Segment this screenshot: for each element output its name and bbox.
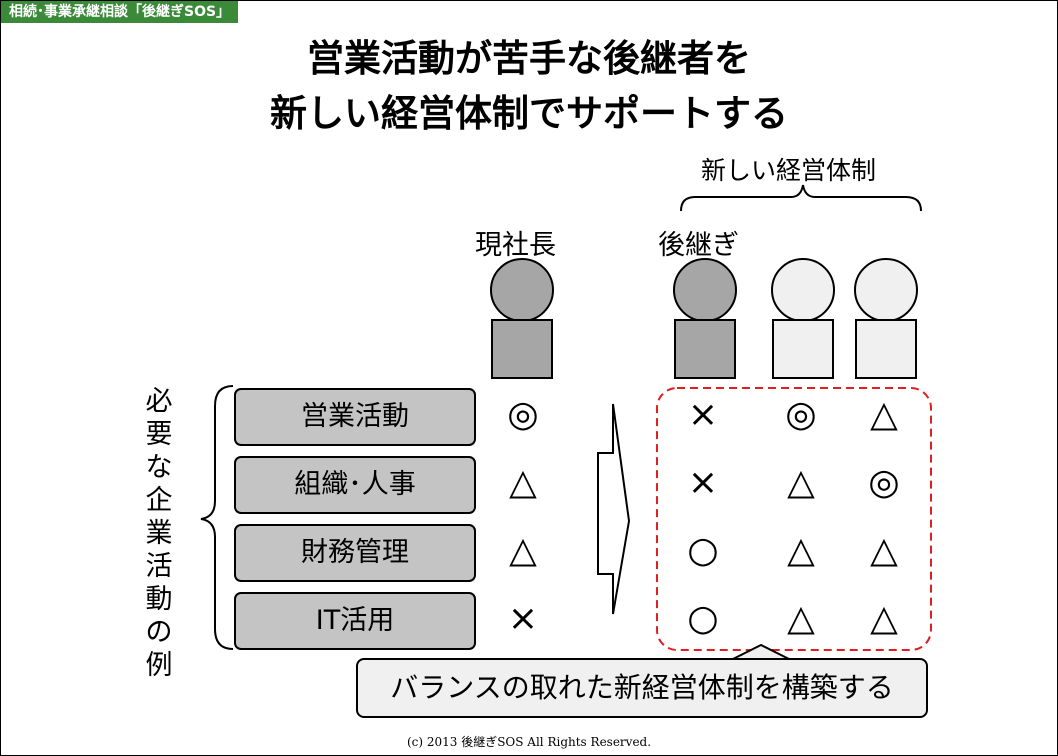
- successor-label: 後継ぎ: [658, 230, 739, 261]
- successor-head: [673, 258, 737, 322]
- title-line-2: 新しい経営体制でサポートする: [270, 92, 788, 135]
- left-brace: [200, 385, 234, 650]
- mark-current-it: ×: [507, 598, 539, 639]
- current-president-label: 現社長: [475, 230, 556, 261]
- mark-member2-it: △: [787, 598, 815, 639]
- new-structure-label: 新しい経営体制: [701, 156, 877, 185]
- mark-member2-sales: ◎: [785, 394, 817, 435]
- top-brace: [680, 184, 922, 212]
- mark-successor-organization: ×: [687, 462, 719, 503]
- new-structure-box: [656, 387, 932, 651]
- category-tag: 相続･事業承継相談「後継ぎSOS」: [1, 1, 239, 23]
- activity-organization: 組織･人事: [234, 456, 476, 514]
- activity-it: IT活用: [234, 592, 476, 650]
- mark-successor-sales: ×: [687, 394, 719, 435]
- mark-member3-organization: ◎: [868, 462, 900, 503]
- mark-member3-finance: △: [870, 530, 898, 571]
- mark-current-organization: △: [509, 462, 537, 503]
- member3-body: [855, 319, 917, 379]
- successor-body: [674, 319, 736, 379]
- mark-member3-it: △: [870, 598, 898, 639]
- activity-finance: 財務管理: [234, 524, 476, 582]
- member3-head: [854, 258, 918, 322]
- mark-successor-it: ○: [687, 598, 719, 639]
- mark-member2-organization: △: [787, 462, 815, 503]
- transition-arrow: [597, 403, 631, 615]
- mark-member3-sales: △: [870, 394, 898, 435]
- callout-pointer: [730, 643, 792, 661]
- callout-box: バランスの取れた新経営体制を構築する: [356, 658, 928, 718]
- current-president-body: [491, 319, 553, 379]
- activity-sales: 営業活動: [234, 388, 476, 446]
- mark-member2-finance: △: [787, 530, 815, 571]
- current-president-head: [490, 258, 554, 322]
- mark-current-finance: △: [509, 530, 537, 571]
- title-line-1: 営業活動が苦手な後継者を: [307, 37, 751, 80]
- copyright-footer: (c) 2013 後継ぎSOS All Rights Reserved.: [406, 735, 652, 749]
- mark-successor-finance: ○: [687, 530, 719, 571]
- vertical-label: 必要な企業活動の例: [145, 386, 173, 681]
- member2-head: [771, 258, 835, 322]
- member2-body: [772, 319, 834, 379]
- mark-current-sales: ◎: [507, 394, 539, 435]
